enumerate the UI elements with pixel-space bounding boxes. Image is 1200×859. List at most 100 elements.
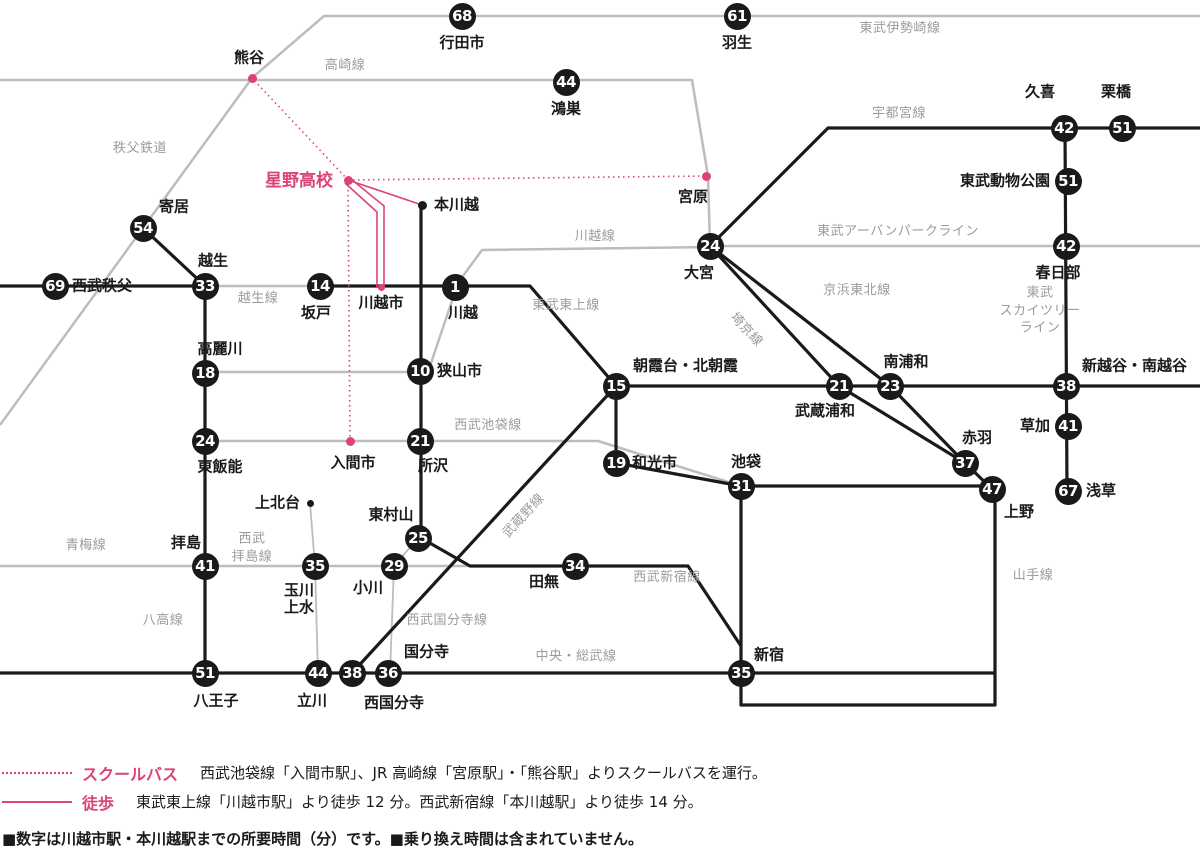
station-time-badge: 25 bbox=[404, 524, 432, 552]
station-label: 玉川 上水 bbox=[283, 580, 315, 616]
station-label: 草加 bbox=[1019, 416, 1050, 435]
station-time-badge: 44 bbox=[552, 68, 580, 96]
line-chichibu-isesaki-top bbox=[251, 14, 1200, 79]
station-time-badge: 10 bbox=[406, 357, 434, 385]
station-label: 和光市 bbox=[632, 453, 678, 472]
station-time-badge: 34 bbox=[561, 552, 589, 580]
railway-line-label: 川越線 bbox=[574, 229, 616, 245]
station-label: 高麗川 bbox=[197, 339, 243, 358]
legend-note: ■数字は川越市駅・本川越駅までの所要時間（分）です。■乗り換え時間は含まれていま… bbox=[2, 830, 643, 848]
station-label: 春日部 bbox=[1035, 263, 1081, 282]
legend-walk-desc: 東武東上線「川越市駅」より徒歩 12 分。西武新宿線「本川越駅」より徒歩 14 … bbox=[136, 793, 703, 811]
station-time-badge: 21 bbox=[406, 427, 434, 455]
station-time-badge: 33 bbox=[191, 272, 219, 300]
station-time-badge: 61 bbox=[723, 2, 751, 30]
railway-line-label: 東武伊勢崎線 bbox=[859, 21, 941, 37]
station-label: 所沢 bbox=[417, 456, 449, 475]
station-dot bbox=[345, 436, 355, 446]
station-label: 西武秩父 bbox=[72, 276, 133, 295]
station-label: 狭山市 bbox=[437, 361, 483, 380]
station-label: 拝島 bbox=[170, 533, 202, 552]
station-dot bbox=[247, 73, 257, 83]
line-yamanote-loop bbox=[739, 484, 997, 707]
railway-line-label: 京浜東北線 bbox=[823, 283, 891, 299]
station-label: 大宮 bbox=[683, 263, 715, 282]
railway-line-label: 秩父鉄道 bbox=[112, 141, 168, 157]
station-dot bbox=[417, 200, 427, 210]
station-label: 行田市 bbox=[439, 33, 485, 52]
station-time-badge: 51 bbox=[1108, 114, 1136, 142]
walk-line-sample bbox=[2, 800, 72, 803]
station-time-badge: 36 bbox=[374, 659, 402, 687]
station-time-badge: 23 bbox=[876, 372, 904, 400]
railway-line-label: 東武東上線 bbox=[532, 298, 600, 314]
station-label: 八王子 bbox=[193, 691, 239, 710]
railway-line-label: 西武新宿線 bbox=[633, 570, 701, 586]
station-label: 南浦和 bbox=[883, 352, 929, 371]
station-label: 新宿 bbox=[753, 645, 785, 664]
station-time-badge: 1 bbox=[441, 273, 469, 301]
station-time-badge: 42 bbox=[1050, 114, 1078, 142]
station-dot bbox=[343, 175, 353, 185]
station-time-badge: 21 bbox=[825, 372, 853, 400]
railway-line-label: 八高線 bbox=[142, 613, 184, 629]
railway-line-label: 武蔵野線 bbox=[499, 490, 548, 541]
bus-route-irumashi bbox=[347, 179, 351, 442]
station-time-badge: 24 bbox=[696, 232, 724, 260]
legend-school-bus-desc: 西武池袋線「入間市駅」、JR 高崎線「宮原駅」・「熊谷駅」よりスクールバスを運行… bbox=[200, 764, 767, 782]
station-time-badge: 31 bbox=[727, 472, 755, 500]
station-label: 国分寺 bbox=[404, 642, 450, 661]
railway-line-label: 中央・総武線 bbox=[535, 649, 617, 665]
school-label: 星野高校 bbox=[265, 171, 333, 192]
station-time-badge: 18 bbox=[191, 359, 219, 387]
station-time-badge: 47 bbox=[978, 475, 1006, 503]
station-label: 寄居 bbox=[158, 197, 190, 216]
station-label: 武蔵浦和 bbox=[794, 401, 856, 420]
station-time-badge: 69 bbox=[41, 272, 69, 300]
station-time-badge: 41 bbox=[1054, 412, 1082, 440]
station-label: 西国分寺 bbox=[363, 693, 425, 712]
walk-route-kawagoeshi-b bbox=[350, 178, 385, 287]
station-label: 浅草 bbox=[1086, 481, 1117, 500]
railway-line-label: 東武 スカイツリー ライン bbox=[999, 285, 1081, 336]
station-label: 立川 bbox=[296, 691, 328, 710]
station-time-badge: 35 bbox=[727, 659, 755, 687]
station-time-badge: 38 bbox=[1052, 372, 1080, 400]
station-label: 本川越 bbox=[434, 195, 480, 214]
line-kawagoe-east bbox=[453, 245, 711, 288]
station-label: 新越谷・南越谷 bbox=[1082, 356, 1188, 375]
railway-line-label: 西武池袋線 bbox=[454, 418, 522, 434]
railway-line-label: 青梅線 bbox=[65, 538, 107, 554]
station-label: 鴻巣 bbox=[550, 99, 582, 118]
station-label: 池袋 bbox=[730, 452, 762, 471]
station-label: 東武動物公園 bbox=[959, 171, 1050, 190]
station-dot bbox=[377, 283, 385, 291]
station-label: 田無 bbox=[528, 572, 560, 591]
station-label: 朝霞台・北朝霞 bbox=[633, 356, 739, 375]
school-bus-line-sample bbox=[2, 771, 72, 774]
station-label: 入間市 bbox=[330, 453, 376, 472]
station-label: 小川 bbox=[352, 578, 384, 597]
line-seibu-shinjuku bbox=[419, 205, 743, 647]
station-time-badge: 44 bbox=[304, 659, 332, 687]
station-label: 赤羽 bbox=[961, 428, 993, 447]
railway-line-label: 東武アーバンパークライン bbox=[817, 224, 979, 240]
station-time-badge: 42 bbox=[1052, 232, 1080, 260]
railway-line-label: 宇都宮線 bbox=[871, 106, 927, 122]
walk-route-honkawagoe bbox=[347, 179, 423, 206]
bus-route-kumagaya bbox=[251, 77, 349, 181]
station-time-badge: 51 bbox=[1054, 167, 1082, 195]
station-label: 上北台 bbox=[254, 493, 300, 512]
station-dot bbox=[701, 171, 711, 181]
station-label: 坂戸 bbox=[300, 303, 332, 322]
legend-school-bus-row: スクールバス 西武池袋線「入間市駅」、JR 高崎線「宮原駅」・「熊谷駅」よりスク… bbox=[2, 758, 1198, 787]
railway-line-label: 西武国分寺線 bbox=[406, 613, 488, 629]
line-seibu-ikebukuro bbox=[205, 439, 742, 488]
station-time-badge: 54 bbox=[129, 214, 157, 242]
legend-walk-row: 徒歩 東武東上線「川越市駅」より徒歩 12 分。西武新宿線「本川越駅」より徒歩 … bbox=[2, 787, 1198, 816]
station-label: 羽生 bbox=[721, 33, 753, 52]
station-time-badge: 24 bbox=[191, 427, 219, 455]
